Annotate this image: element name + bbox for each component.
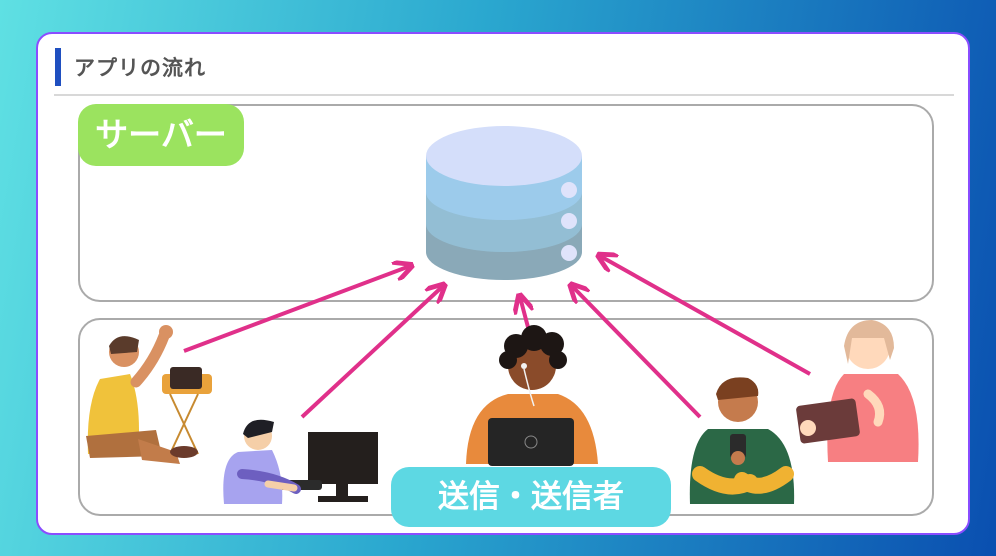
person-phone	[689, 377, 795, 504]
arrow-1	[183, 266, 410, 353]
slide-title: アプリの流れ	[74, 56, 206, 80]
person-laptop-headphones	[466, 325, 598, 466]
arrow-2	[300, 286, 443, 419]
arrow-3	[520, 297, 529, 332]
arrow-5	[600, 256, 811, 376]
server-label: サーバー	[78, 104, 244, 166]
clients-label: 送信・送信者	[391, 467, 671, 527]
diagram-art	[86, 126, 919, 504]
title-accent-bar	[55, 48, 61, 86]
person-tablet	[796, 320, 919, 462]
arrow-4	[572, 286, 702, 419]
person-typing-desktop	[223, 419, 378, 504]
database-icon	[426, 126, 582, 280]
person-waving-laptop	[86, 325, 212, 464]
title-divider	[54, 94, 954, 96]
data-flow-arrows	[183, 256, 811, 419]
slide-frame: アプリの流れ	[36, 32, 970, 535]
